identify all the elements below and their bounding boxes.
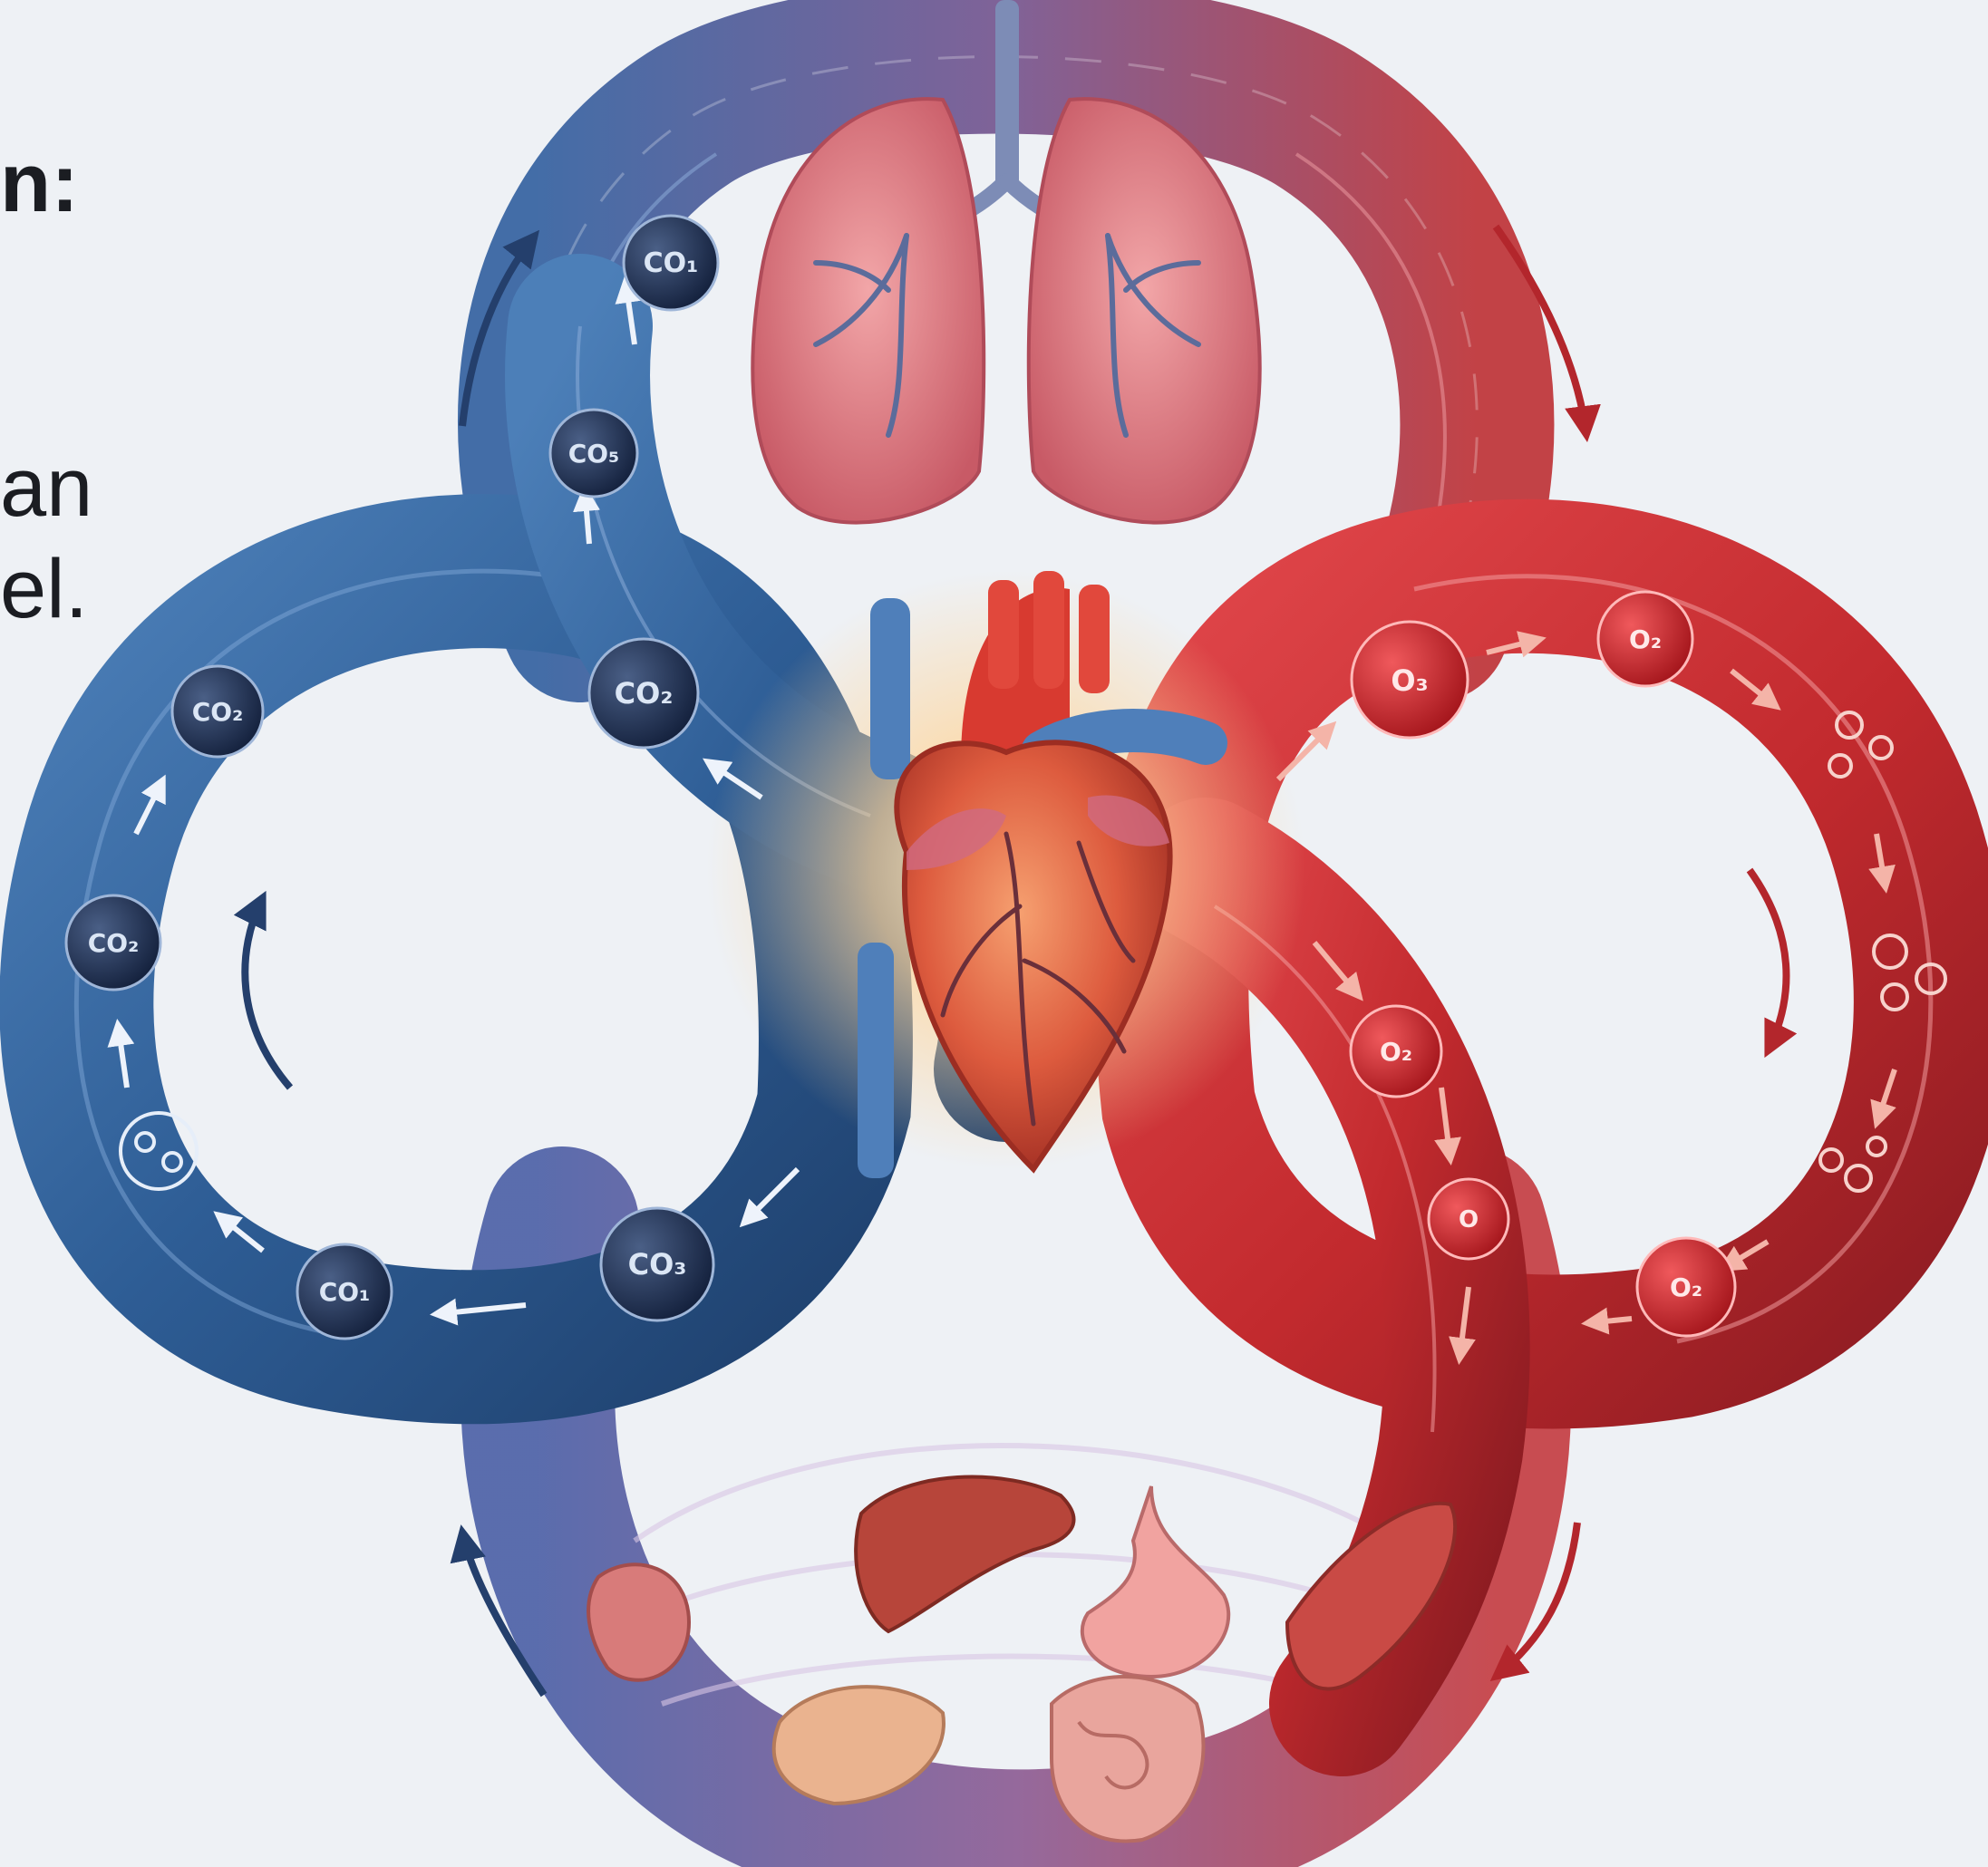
kidney-icon: [588, 1564, 689, 1680]
o2-label: O₂: [1629, 624, 1662, 654]
o2-label: O₂: [1670, 1272, 1702, 1302]
co2-label: CO₁: [644, 247, 699, 279]
co2-label: CO₁: [319, 1277, 371, 1307]
co2-label: CO₂: [192, 697, 244, 727]
co2-label: CO₃: [628, 1247, 687, 1282]
o2-label: O₂: [1380, 1037, 1412, 1067]
co2-molecule: CO₃: [601, 1208, 713, 1320]
co2-label: CO₂: [88, 928, 140, 958]
flow-arrows-white: [118, 281, 798, 1314]
co2-molecule: CO₂: [172, 666, 263, 757]
o2-molecule: O₃: [1352, 622, 1468, 738]
o2-molecule: O₂: [1637, 1238, 1735, 1336]
co2-molecule: CO₅: [550, 410, 637, 497]
co2-molecule: CO₂: [66, 895, 160, 990]
co2-label: CO₅: [568, 439, 620, 469]
o2-molecule: O₂: [1351, 1006, 1441, 1097]
co2-molecule: CO₂: [589, 639, 698, 748]
o2-molecule: O₂: [1598, 592, 1692, 686]
o2-molecule: O: [1429, 1179, 1508, 1259]
co2-molecule: CO₁: [297, 1244, 392, 1339]
o2-label: O: [1459, 1206, 1479, 1233]
o2-label: O₃: [1391, 663, 1428, 698]
co2-label: CO₂: [615, 676, 674, 711]
stomach-icon: [1082, 1486, 1228, 1677]
co2-molecule: CO₁: [624, 216, 718, 310]
